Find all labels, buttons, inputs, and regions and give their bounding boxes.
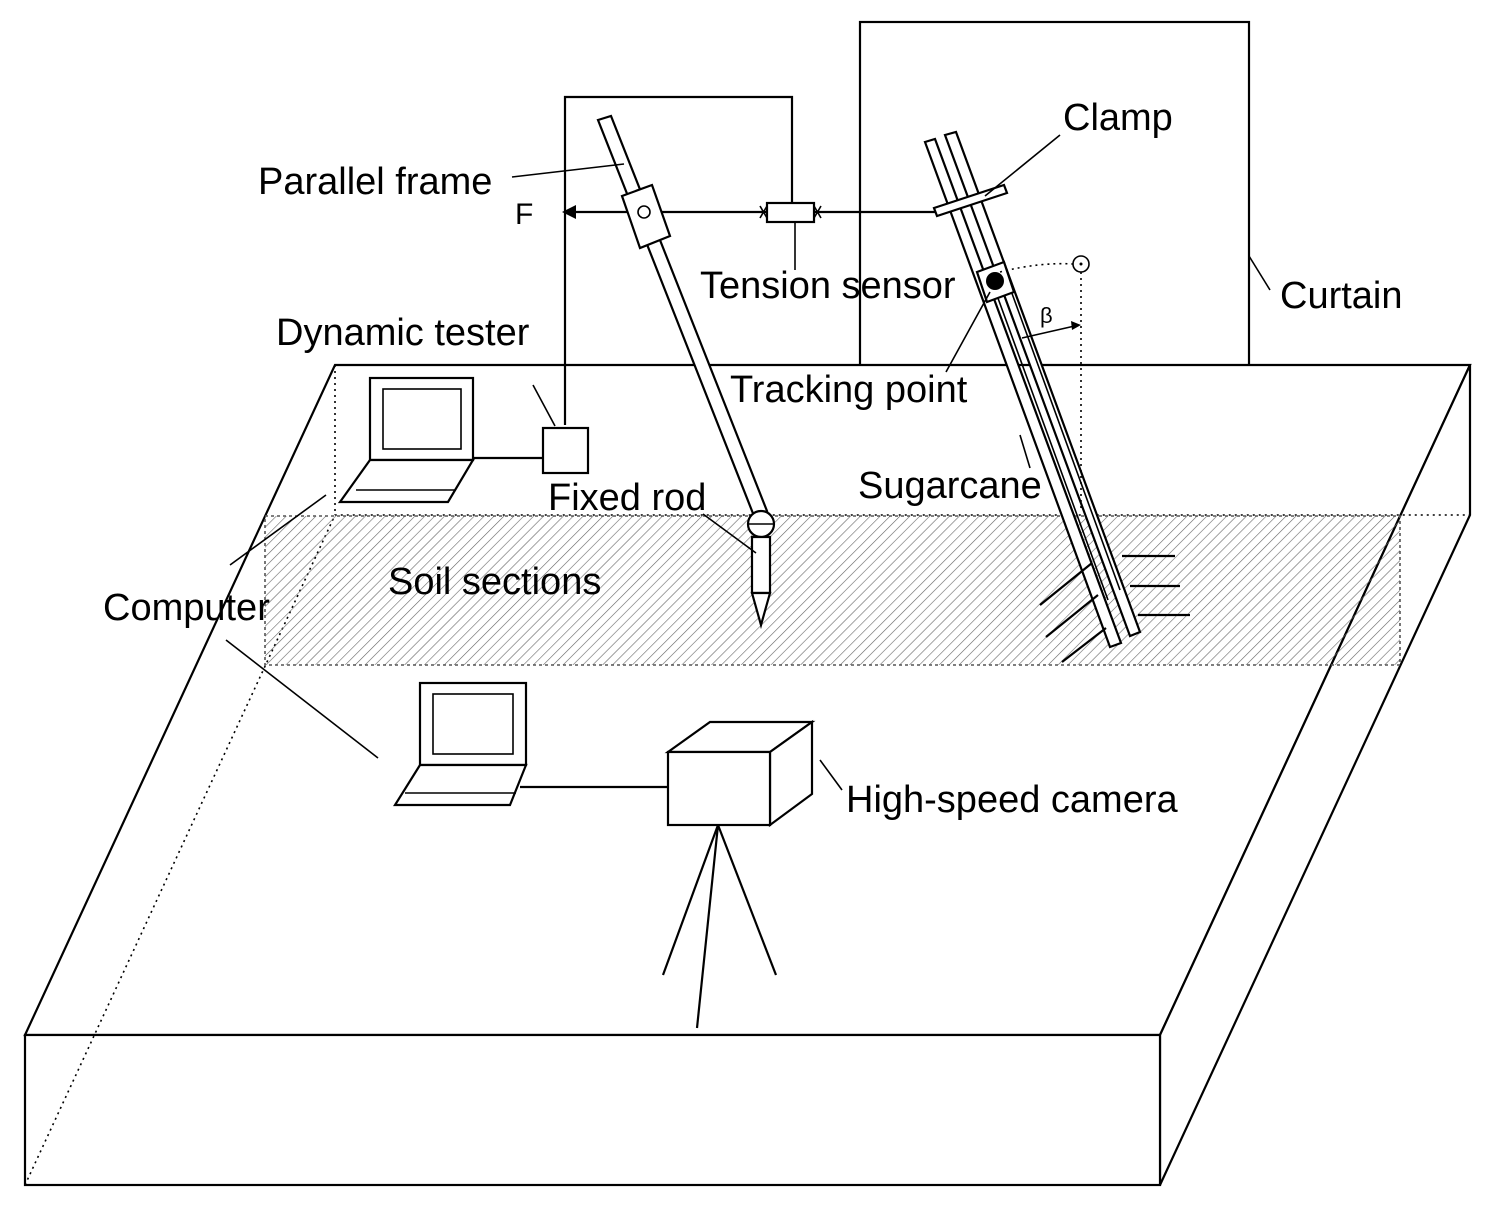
leader-dynamic-tester [532,384,556,427]
label-dynamic-tester: Dynamic tester [276,312,530,354]
label-soil-sections: Soil sections [388,561,601,603]
label-sugarcane: Sugarcane [858,465,1042,507]
parallel-frame [563,95,794,425]
leader-fixed-rod [702,513,757,554]
leader-camera [819,759,843,791]
label-tension-sensor: Tension sensor [700,265,956,307]
label-beta: β [1040,303,1053,328]
leader-tracking-point [945,291,991,373]
label-computer: Computer [103,587,270,629]
sugarcane [923,130,1190,663]
beta-arrow [1021,324,1080,339]
leader-curtain [1248,255,1271,291]
tension-sensor [765,201,816,224]
label-high-speed-camera: High-speed camera [846,779,1178,821]
label-curtain: Curtain [1280,275,1403,317]
camera-tripod [661,824,778,1029]
leader-parallel-frame [511,163,625,178]
tracking-point-marker [986,272,1004,290]
swing-arc [999,262,1074,273]
leader-computer-back [229,494,327,566]
label-fixed-rod: Fixed rod [548,477,706,519]
label-parallel-frame: Parallel frame [258,161,492,203]
leader-computer-front [225,639,379,759]
leader-sugarcane [1019,434,1031,469]
soil-sections-block [264,515,1401,666]
leader-clamp [984,134,1061,197]
high-speed-camera [664,719,816,828]
computer-front [393,681,528,807]
label-tracking-point: Tracking point [730,369,968,411]
force-arrowhead [562,205,576,219]
dynamic-tester [541,426,590,475]
label-clamp: Clamp [1063,97,1173,139]
fixed-rod [596,114,776,630]
computer-back [337,376,475,504]
label-force: F [515,198,533,231]
